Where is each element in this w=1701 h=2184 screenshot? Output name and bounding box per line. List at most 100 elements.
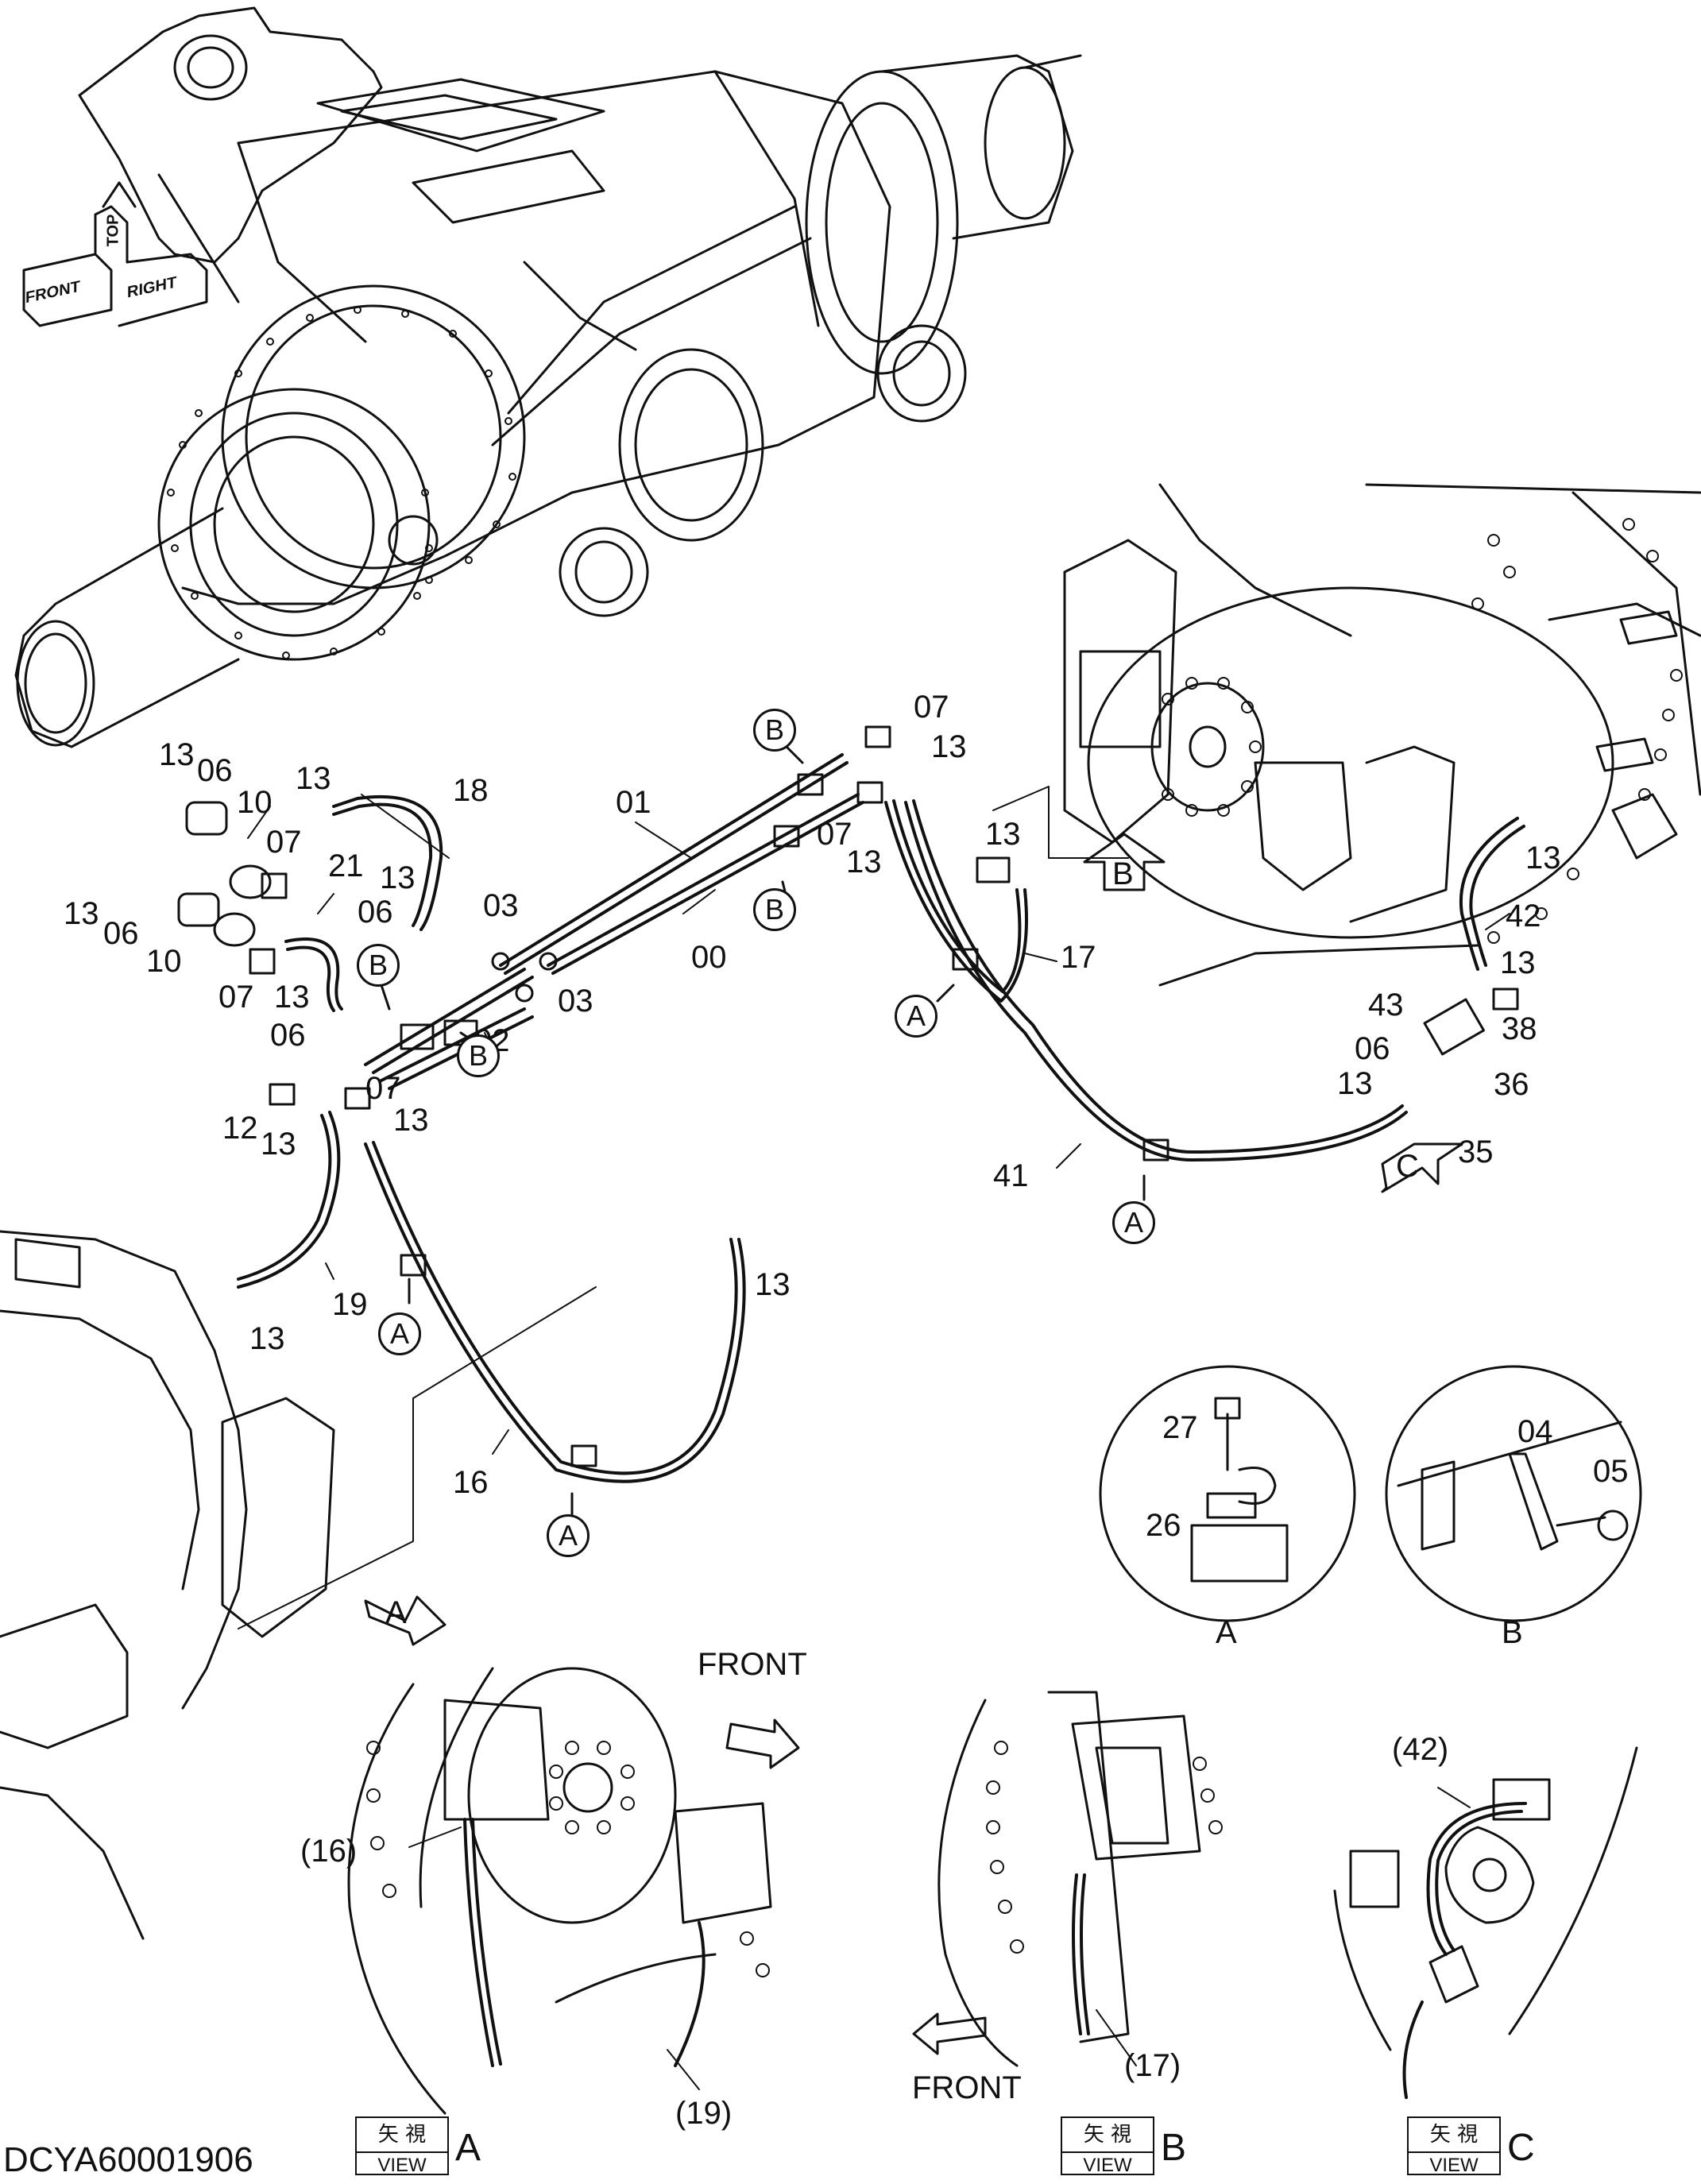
front-label: FRONT: [698, 1647, 807, 1682]
part-label: 27: [1162, 1410, 1198, 1445]
view-c-drawing: [1333, 1746, 1638, 2099]
part-label: 13: [380, 860, 416, 895]
part-label: 13: [296, 761, 331, 796]
part-label: 13: [1500, 945, 1536, 980]
part-label: 07: [914, 690, 949, 725]
detail-a-caption: A: [1216, 1615, 1237, 1650]
ref-label-19: (19): [675, 2096, 733, 2131]
callout-circle: A: [547, 1514, 590, 1557]
view-a-label-box: 矢 視 VIEW A: [355, 2116, 490, 2177]
part-label: 06: [197, 753, 233, 788]
left-wheel-drawing: [0, 1230, 335, 1940]
view-box-frame: [1061, 2116, 1154, 2175]
axle-housing-drawing: [14, 6, 1082, 748]
part-label: 03: [483, 888, 519, 923]
part-label: 10: [146, 944, 182, 979]
detail-view-a-drawing: [1099, 1365, 1356, 1622]
part-label: 06: [103, 916, 139, 951]
callout-circle: B: [753, 888, 796, 931]
fittings: [177, 725, 1519, 1467]
hydraulic-hoses: [237, 794, 1525, 1483]
part-label: 10: [237, 785, 273, 820]
view-a-drawing: [347, 1667, 772, 2115]
part-label: 12: [222, 1111, 258, 1146]
part-label: 13: [846, 845, 882, 879]
part-label: 01: [616, 785, 651, 820]
view-letter: C: [1507, 2127, 1535, 2169]
part-label: 13: [1525, 841, 1561, 876]
part-label: 07: [365, 1071, 401, 1106]
detail-view-b-drawing: [1385, 1365, 1642, 1622]
part-label: 03: [558, 984, 593, 1019]
part-label: 41: [993, 1158, 1029, 1193]
part-label: 06: [358, 895, 393, 930]
ref-label-42: (42): [1392, 1732, 1449, 1767]
part-label: 07: [218, 980, 254, 1015]
part-label: 07: [817, 817, 852, 852]
detail-b-caption: B: [1502, 1615, 1523, 1650]
view-arrow-b-icon: [1083, 833, 1166, 891]
view-b-label-box: 矢 視 VIEW B: [1061, 2116, 1196, 2177]
hydraulic-pipes: [364, 753, 864, 1090]
part-label: 00: [691, 940, 727, 975]
view-letter: B: [1161, 2127, 1187, 2169]
callout-circle: B: [457, 1034, 500, 1077]
part-label: 16: [453, 1465, 489, 1500]
part-label: 13: [261, 1127, 296, 1162]
view-arrow-letter: C: [1396, 1149, 1419, 1184]
part-label: 13: [249, 1321, 285, 1356]
view-box-frame: [1407, 2116, 1501, 2175]
part-label: 13: [931, 729, 967, 764]
part-label: 36: [1494, 1067, 1529, 1102]
part-label: 19: [332, 1287, 368, 1322]
part-label: 13: [393, 1103, 429, 1138]
drawing-code: DCYA60001906: [3, 2140, 253, 2179]
view-b-drawing: [937, 1691, 1223, 2067]
front-label: FRONT: [912, 2070, 1022, 2105]
part-label: 43: [1368, 988, 1404, 1022]
part-label: 05: [1593, 1454, 1629, 1489]
part-label: 04: [1517, 1414, 1553, 1449]
part-label: 13: [1337, 1066, 1373, 1101]
ref-label-16: (16): [300, 1834, 358, 1869]
part-label: 06: [270, 1018, 306, 1053]
orientation-compass-icon: [22, 181, 208, 327]
callout-circle: A: [1112, 1201, 1155, 1244]
part-label: 13: [755, 1267, 791, 1302]
part-label: 13: [274, 980, 310, 1015]
callout-circle: A: [895, 995, 937, 1038]
part-label: 35: [1458, 1135, 1494, 1169]
view-jp-label: 矢 視: [1083, 2123, 1132, 2147]
right-brake-assembly-drawing: [1063, 483, 1701, 987]
view-c-label-box: 矢 視 VIEW C: [1407, 2116, 1542, 2177]
callout-pointers: [380, 745, 1146, 1519]
ref-label-17: (17): [1124, 2048, 1181, 2083]
view-arrow-c-icon: [1381, 1142, 1463, 1193]
callout-circle: B: [753, 709, 796, 752]
view-box-frame: [355, 2116, 449, 2175]
part-label: 17: [1061, 940, 1096, 975]
part-label: 26: [1146, 1508, 1181, 1543]
view-en-label: VIEW: [1407, 2151, 1501, 2177]
part-label: 38: [1502, 1011, 1537, 1046]
view-en-label: VIEW: [1061, 2151, 1154, 2177]
part-label: 18: [453, 773, 489, 808]
compass-top-label: TOP: [104, 214, 122, 247]
front-arrow-icon: [912, 2012, 987, 2055]
view-jp-label: 矢 視: [1429, 2123, 1479, 2147]
view-en-label: VIEW: [355, 2151, 449, 2177]
part-label: 06: [1355, 1031, 1390, 1066]
view-letter: A: [455, 2127, 481, 2169]
part-label: 07: [266, 825, 302, 860]
part-label: 21: [328, 848, 364, 883]
part-label: 13: [64, 896, 99, 931]
view-jp-label: 矢 視: [377, 2123, 427, 2147]
callout-circle: B: [357, 944, 400, 987]
view-arrow-a-icon: [364, 1595, 447, 1646]
callout-circle: A: [378, 1312, 421, 1355]
view-arrow-letter: B: [1112, 856, 1134, 891]
front-arrow-icon: [725, 1718, 800, 1769]
part-label: 13: [159, 737, 195, 772]
label-leaders: [247, 794, 1510, 2090]
